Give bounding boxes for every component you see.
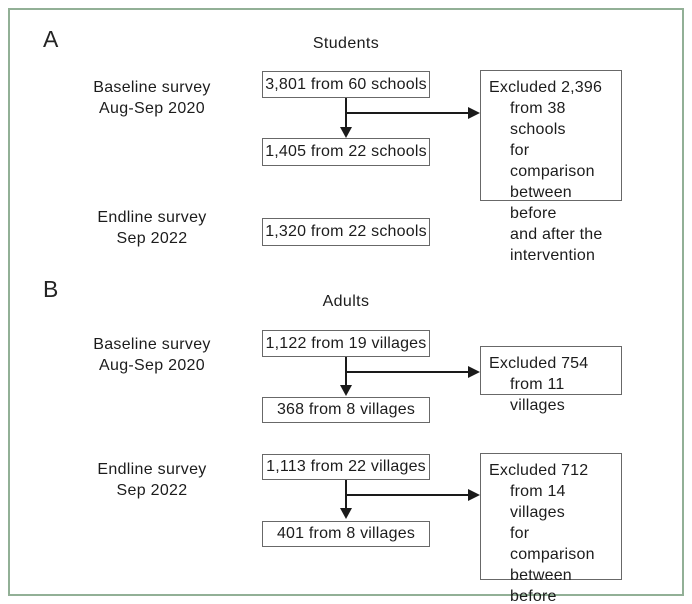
panel-b-endline-exclusion-arrow-line <box>346 494 468 496</box>
panel-a-baseline-retained-box: 1,405 from 22 schools <box>262 138 430 166</box>
panel-b-endline-stage-label: Endline survey Sep 2022 <box>97 461 207 499</box>
panel-a-exclusion-arrow-line <box>346 112 468 114</box>
panel-a-exclusion-detail: from 38 schools for comparison between b… <box>510 100 603 264</box>
panel-b-baseline-down-arrowhead <box>340 385 352 396</box>
panel-a-endline-total-box: 1,320 from 22 schools <box>262 218 430 246</box>
panel-b-baseline-stage-label: Baseline survey Aug-Sep 2020 <box>93 336 211 374</box>
panel-a-baseline-total-box: 3,801 from 60 schools <box>262 71 430 98</box>
panel-b-baseline-exclusion-box: Excluded 754 from 11 villages <box>480 346 622 414</box>
panel-b-baseline-exclusion-detail: from 11 villages <box>510 376 565 414</box>
panel-b-endline-exclusion-lead: Excluded 712 <box>489 462 589 479</box>
panel-b-baseline-exclusion-lead: Excluded 754 <box>489 355 589 372</box>
panel-b-endline-retained-box: 401 from 8 villages <box>262 521 430 547</box>
panel-b-endline-exclusion-arrowhead <box>468 489 480 501</box>
panel-b-baseline-retained-box: 368 from 8 villages <box>262 397 430 423</box>
panel-b-title: Adults <box>322 293 370 310</box>
panel-b-endline-exclusion-detail: from 14 villages for comparison between … <box>510 483 595 604</box>
panel-b-endline-down-arrowhead <box>340 508 352 519</box>
panel-a-title: Students <box>312 35 380 52</box>
panel-a-exclusion-box: Excluded 2,396 from 38 schools for compa… <box>480 70 622 264</box>
panel-b-baseline-exclusion-arrow-line <box>346 371 468 373</box>
panel-a-baseline-down-arrowhead <box>340 127 352 138</box>
panel-b-endline-exclusion-box: Excluded 712 from 14 villages for compar… <box>480 453 622 604</box>
panel-a-exclusion-arrowhead <box>468 107 480 119</box>
panel-a-endline-stage-label: Endline survey Sep 2022 <box>97 209 207 247</box>
panel-b-endline-total-box: 1,113 from 22 villages <box>262 454 430 480</box>
panel-b-baseline-total-box: 1,122 from 19 villages <box>262 330 430 357</box>
panel-a-letter: A <box>43 26 59 52</box>
panel-b-baseline-exclusion-arrowhead <box>468 366 480 378</box>
panel-b-letter: B <box>43 276 59 302</box>
panel-a-exclusion-lead: Excluded 2,396 <box>489 79 603 96</box>
panel-a-baseline-stage-label: Baseline survey Aug-Sep 2020 <box>93 79 211 117</box>
